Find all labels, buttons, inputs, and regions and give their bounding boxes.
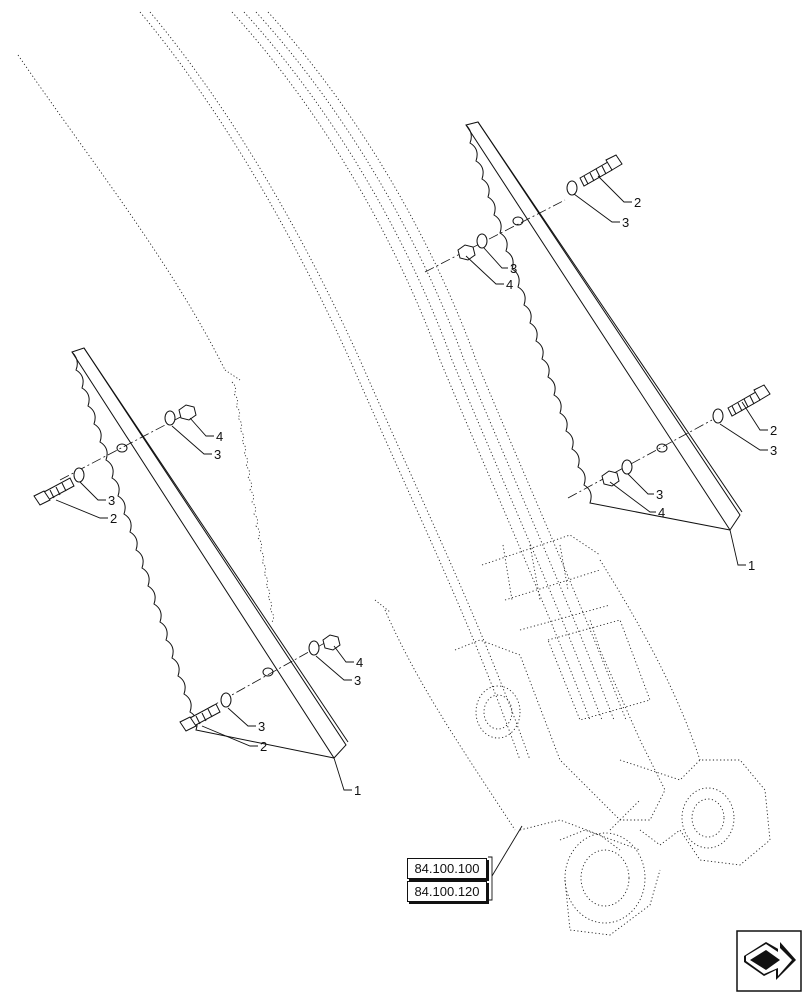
callout-label: 2 [260,739,267,754]
reference-link-84-100-100[interactable]: 84.100.100 [407,858,487,879]
callout-label: 2 [110,511,117,526]
bolt-icon [727,384,771,417]
washer-icon [712,408,724,424]
nut-icon [178,404,197,421]
next-page-arrow-icon[interactable] [736,930,802,992]
bolt-icon [579,154,623,187]
washer-icon [621,459,633,475]
callout-label: 3 [214,447,221,462]
callout-label: 4 [658,505,665,520]
washer-icon [73,467,85,483]
callout-label: 4 [216,429,223,444]
boom-outline [17,11,771,936]
nut-icon [322,634,341,651]
lower-hardware [33,404,341,732]
callout-label: 3 [656,487,663,502]
nut-icon [457,244,476,261]
callout-label: 3 [354,673,361,688]
upper-hardware [457,154,771,487]
callout-labels: 2 3 3 4 2 3 3 4 1 4 3 3 2 4 3 3 2 1 [108,195,777,798]
assembly-centerlines [59,199,713,711]
callout-label: 1 [354,783,361,798]
washer-icon [164,410,176,426]
washer-icon [566,180,578,196]
bolt-icon [179,703,221,732]
callout-label: 3 [258,719,265,734]
reference-link-84-100-120[interactable]: 84.100.120 [407,881,487,902]
callout-label: 1 [748,558,755,573]
washer-icon [220,692,232,708]
lower-wear-strip [71,347,349,759]
strip-location-outline [224,369,391,623]
callout-label: 2 [770,423,777,438]
upper-wear-strip [465,121,743,531]
callout-label: 3 [622,215,629,230]
bolt-icon [33,477,75,506]
callout-label: 3 [108,493,115,508]
callout-label: 4 [506,277,513,292]
washer-icon [308,640,320,656]
washer-icon [476,233,488,249]
callout-label: 3 [770,443,777,458]
leader-lines [55,175,768,901]
nut-icon [601,470,620,487]
callout-label: 2 [634,195,641,210]
callout-label: 4 [356,655,363,670]
callout-label: 3 [510,261,517,276]
